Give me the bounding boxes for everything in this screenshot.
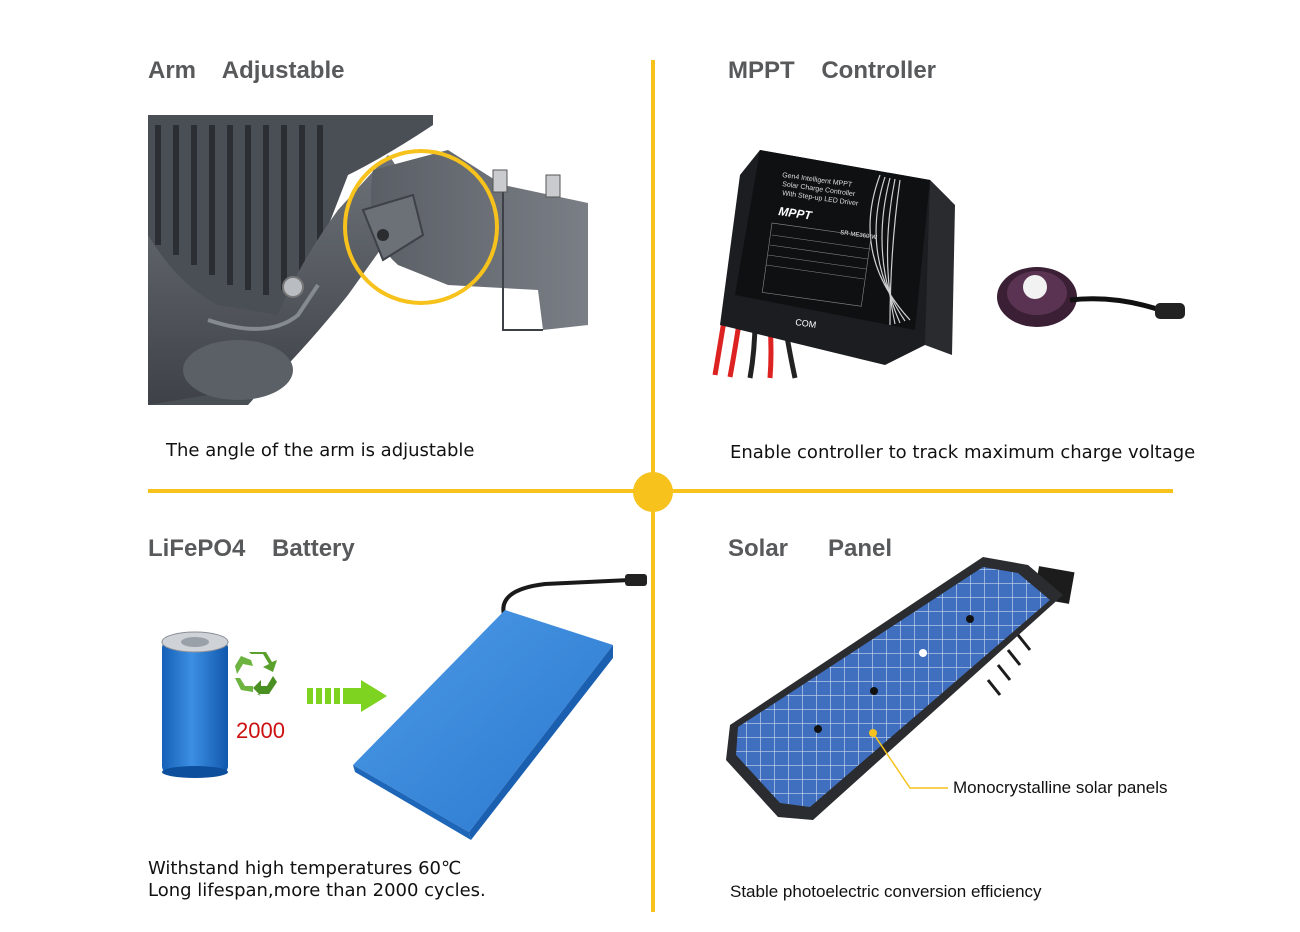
highlight-circle-icon (343, 149, 499, 305)
mppt-caption: Enable controller to track maximum charg… (730, 442, 1196, 463)
solar-title: Solar Panel (728, 535, 893, 562)
light-sensor-image (995, 255, 1190, 335)
solar-caption: Stable photoelectric conversion efficien… (730, 882, 1042, 901)
center-dot (633, 472, 673, 512)
callout-leader (868, 728, 950, 794)
mppt-controller-image: Gen4 Intelligent MPPT Solar Charge Contr… (700, 145, 975, 380)
battery-caption-line2: Long lifespan,more than 2000 cycles. (148, 880, 486, 901)
solar-panel-image (718, 555, 1078, 830)
arm-title: Arm Adjustable (148, 57, 345, 84)
solar-callout-label: Monocrystalline solar panels (953, 778, 1168, 797)
battery-title: LiFePO4 Battery (148, 535, 355, 562)
battery-caption-line1: Withstand high temperatures 60℃ (148, 858, 462, 879)
arm-caption: The angle of the arm is adjustable (166, 440, 475, 461)
mppt-title: MPPT Controller (728, 57, 937, 84)
recycle-icon (233, 652, 281, 696)
arm-image (148, 115, 598, 405)
svg-text:COM: COM (795, 317, 817, 330)
cycles-count: 2000 (236, 718, 285, 743)
arrow-right-icon (307, 680, 389, 712)
svg-text:MPPT: MPPT (778, 204, 815, 223)
cell-battery-image (160, 630, 230, 778)
battery-pack-image (345, 570, 655, 840)
svg-text:SR-ME360-W: SR-ME360-W (840, 230, 878, 241)
